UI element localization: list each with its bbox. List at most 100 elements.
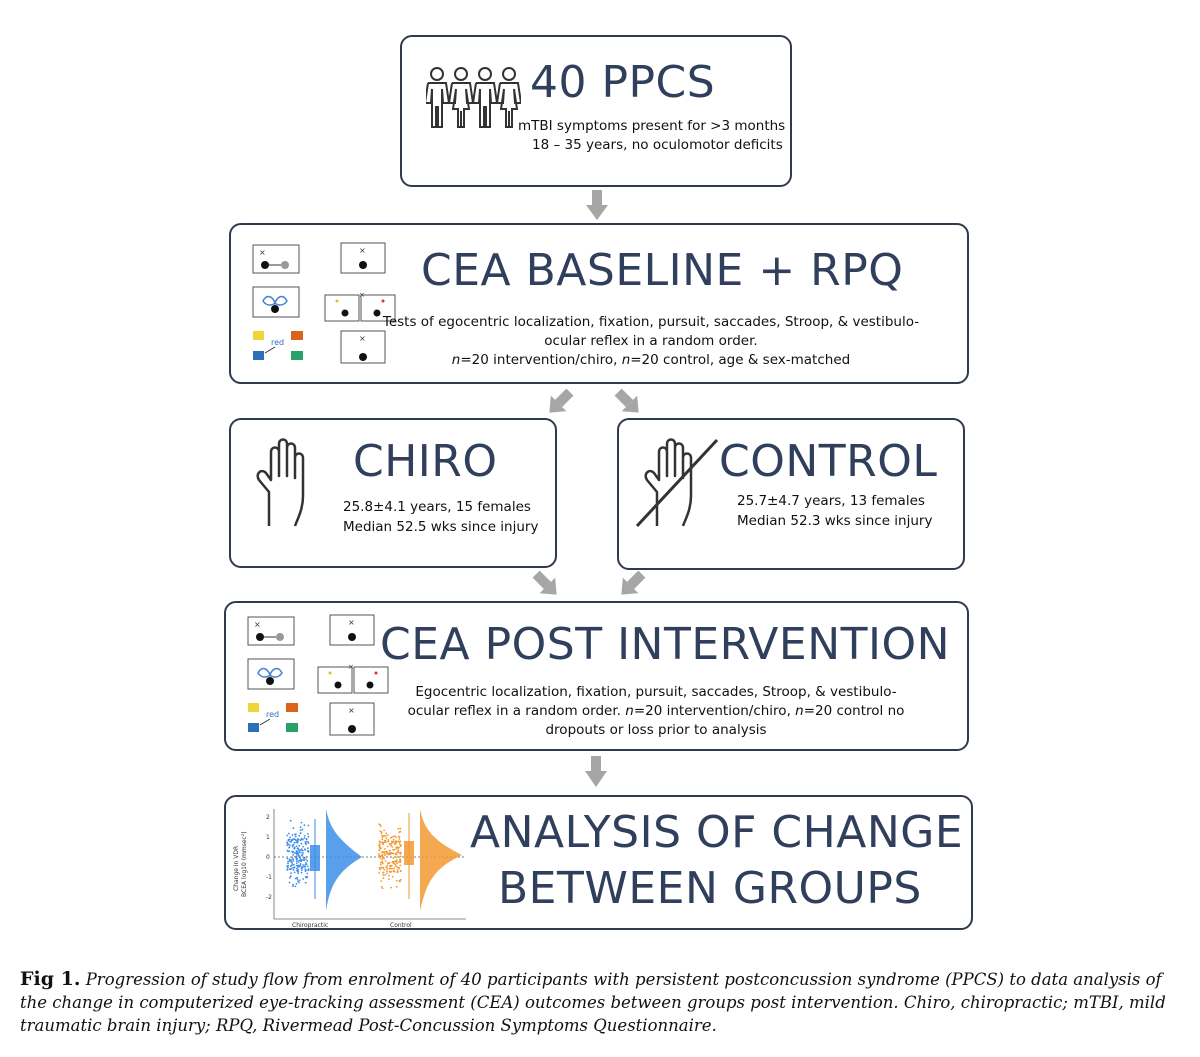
svg-text:×: × xyxy=(359,246,366,255)
scatter-dot xyxy=(394,853,397,855)
scatter-dot xyxy=(297,848,300,850)
scatter-dot xyxy=(305,858,307,861)
scatter-dot xyxy=(386,864,389,867)
scatter-dot xyxy=(381,861,384,863)
svg-text:×: × xyxy=(359,334,366,343)
scatter-dot xyxy=(292,869,295,871)
scatter-dot xyxy=(291,867,294,869)
scatter-dot xyxy=(286,834,289,837)
scatter-dot xyxy=(287,862,289,865)
scatter-dot xyxy=(301,828,304,831)
scatter-dot xyxy=(393,848,396,851)
scatter-dot xyxy=(300,838,303,840)
scatter-dot xyxy=(382,871,385,874)
scatter-dot xyxy=(395,846,398,849)
analysis-title-line2: BETWEEN GROUPS xyxy=(498,863,922,914)
scatter-dot xyxy=(395,848,398,850)
scatter-dot xyxy=(298,881,300,884)
scatter-dot xyxy=(295,841,298,843)
baseline-line2: ocular reflex in a random order. xyxy=(544,333,758,349)
scatter-dot xyxy=(307,847,309,850)
scatter-dot xyxy=(291,856,293,859)
scatter-dot xyxy=(381,862,384,865)
scatter-dot xyxy=(288,846,290,849)
scatter-dot xyxy=(305,856,308,858)
scatter-dot xyxy=(388,849,391,852)
baseline-line3: n=20 intervention/chiro, n=20 control, a… xyxy=(451,352,851,368)
scatter-dot xyxy=(299,832,302,835)
scatter-dot xyxy=(299,826,302,829)
scatter-dot xyxy=(286,842,289,845)
scatter-dot xyxy=(383,854,386,857)
svg-text:×: × xyxy=(348,663,354,671)
scatter-dot xyxy=(297,872,299,875)
scatter-dot xyxy=(379,863,382,866)
scatter-dot xyxy=(382,867,385,869)
scatter-dot xyxy=(299,839,302,842)
scatter-dot xyxy=(287,832,290,835)
people-icon xyxy=(426,67,521,128)
control-line2: Median 52.3 wks since injury xyxy=(737,513,933,529)
scatter-dot xyxy=(296,852,299,855)
control-box: CONTROL 25.7±4.7 years, 13 females Media… xyxy=(617,418,965,570)
scatter-dot xyxy=(300,849,303,851)
scatter-dot xyxy=(300,858,302,861)
scatter-dot xyxy=(303,865,306,868)
scatter-dot xyxy=(396,862,398,865)
scatter-dot xyxy=(388,867,391,870)
scatter-dot xyxy=(381,853,384,856)
scatter-dot xyxy=(307,842,310,844)
scatter-dot xyxy=(395,879,398,882)
scatter-dot xyxy=(293,866,296,869)
scatter-dot xyxy=(386,868,388,870)
scatter-dot xyxy=(292,850,295,853)
scatter-dot xyxy=(297,854,300,857)
scatter-dot xyxy=(397,870,399,873)
scatter-dot xyxy=(286,869,288,871)
scatter-dot xyxy=(289,836,291,839)
scatter-dot xyxy=(307,824,310,827)
scatter-dot xyxy=(293,847,296,850)
scatter-dot xyxy=(300,871,303,874)
scatter-dot xyxy=(383,834,386,837)
scatter-dot xyxy=(379,823,381,826)
scatter-dot xyxy=(304,881,307,884)
scatter-dot xyxy=(378,848,381,850)
scatter-dot xyxy=(388,878,390,881)
scatter-dot xyxy=(381,866,383,869)
scatter-dot xyxy=(390,844,392,847)
scatter-dot xyxy=(392,848,394,851)
y-tick-label: -1 xyxy=(266,874,272,881)
scatter-dot xyxy=(389,871,391,873)
scatter-dot xyxy=(295,850,298,852)
baseline-line1: Tests of egocentric localization, fixati… xyxy=(382,314,920,330)
scatter-dot xyxy=(295,862,298,864)
y-tick-label: 2 xyxy=(266,814,270,821)
scatter-dot xyxy=(303,859,306,862)
scatter-dot xyxy=(378,854,380,857)
scatter-dot xyxy=(389,853,391,856)
scatter-dot xyxy=(397,847,400,849)
scatter-dot xyxy=(292,858,294,860)
scatter-dot xyxy=(293,841,296,844)
scatter-dot xyxy=(385,832,388,835)
scatter-dot xyxy=(299,849,301,852)
scatter-dot xyxy=(306,872,309,875)
scatter-dot xyxy=(289,844,291,847)
scatter-dot xyxy=(304,842,307,845)
scatter-dot xyxy=(383,839,386,842)
scatter-dot xyxy=(287,839,290,842)
scatter-dot xyxy=(297,866,300,868)
scatter-dot xyxy=(291,863,294,865)
scatter-dot xyxy=(298,851,301,853)
scatter-dot xyxy=(398,861,400,863)
scatter-dot xyxy=(303,824,306,826)
scatter-dot xyxy=(292,883,294,886)
scatter-dot xyxy=(393,869,395,872)
scatter-dot xyxy=(395,865,397,868)
scatter-dot xyxy=(380,886,383,888)
caption-text: Progression of study flow from enrolment… xyxy=(20,970,1166,1035)
scatter-dot xyxy=(396,869,399,871)
scatter-dot xyxy=(302,852,304,854)
scatter-dot xyxy=(301,849,304,852)
